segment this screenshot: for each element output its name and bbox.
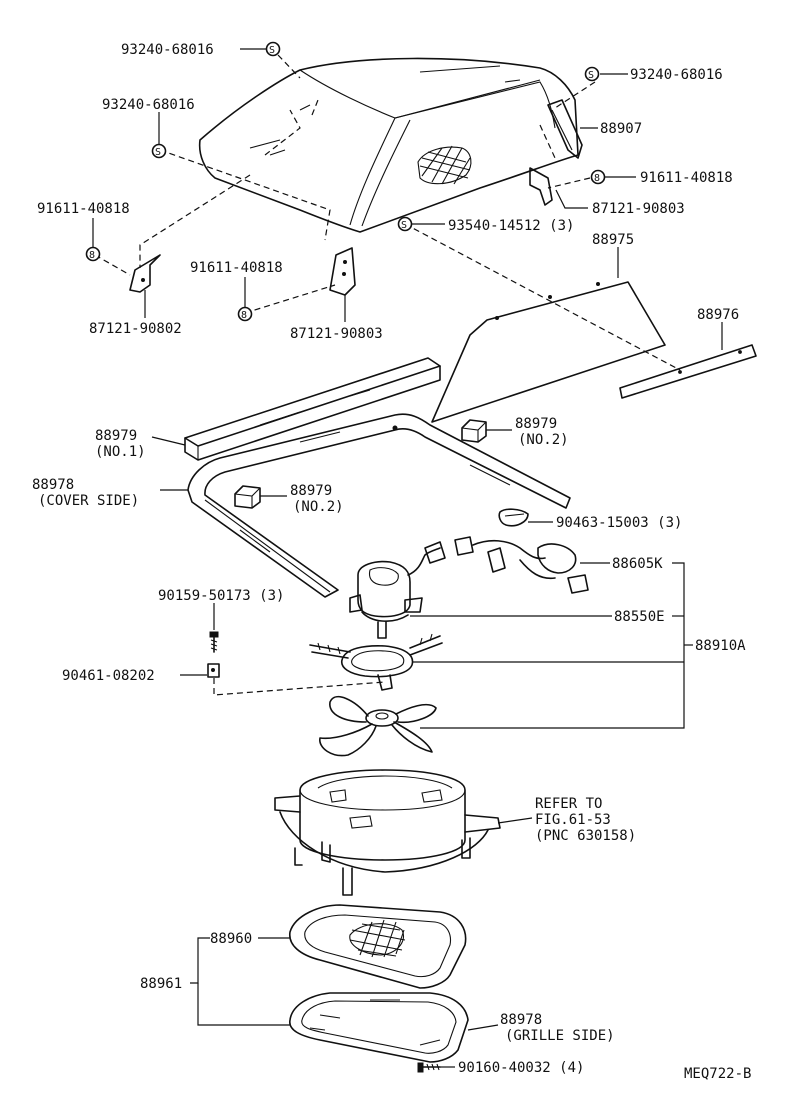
svg-text:8: 8 (241, 310, 247, 321)
svg-text:S: S (588, 70, 594, 81)
label-88910a: 88910A (695, 638, 746, 654)
part-88979-no2-block-mid (234, 485, 261, 509)
label-88979-no2-mid-sub: (NO.2) (293, 499, 344, 515)
leader-lines (92, 48, 723, 1068)
label-88978-grille: 88978 (500, 1012, 542, 1028)
screw-symbol-top-right: S (584, 66, 600, 82)
nut-symbol-mid: 8 (237, 306, 253, 322)
label-90160: 90160-40032 (4) (458, 1060, 584, 1076)
svg-text:S: S (269, 45, 275, 56)
diagram-code: MEQ722-B (684, 1066, 751, 1082)
svg-text:8: 8 (89, 250, 95, 261)
label-88960: 88960 (210, 931, 252, 947)
label-88978-cover-sub: (COVER SIDE) (38, 493, 139, 509)
blower-fan (319, 696, 437, 757)
label-88978-cover: 88978 (32, 477, 74, 493)
part-88978-cover-side-frame (187, 413, 571, 598)
label-90461: 90461-08202 (62, 668, 155, 684)
part-88979-no2-block-top (461, 419, 487, 443)
nut-symbol-right: 8 (590, 169, 606, 185)
label-93240-top-right: 93240-68016 (630, 67, 723, 83)
cover-grille-mesh (417, 145, 472, 185)
part-labels: 93240-68016 93240-68016 93240-68016 8890… (32, 42, 751, 1082)
part-88976-strip (619, 344, 757, 399)
part-87121-90803-bracket-right (529, 167, 553, 206)
label-91611-left: 91611-40818 (37, 201, 130, 217)
part-88907-molding (547, 99, 583, 159)
label-90463: 90463-15003 (3) (556, 515, 682, 531)
screw-symbol-mid-left: S (151, 143, 167, 159)
label-88978-grille-sub: (GRILLE SIDE) (505, 1028, 615, 1044)
part-88975-panel (431, 281, 666, 423)
label-88979-no2-top: 88979 (515, 416, 557, 432)
part-90159-screw (209, 631, 219, 653)
label-91611-mid: 91611-40818 (190, 260, 283, 276)
part-88960-grille (289, 904, 467, 989)
nut-symbol-left: 8 (85, 246, 101, 262)
label-87121-90803-right: 87121-90803 (592, 201, 685, 217)
screw-symbol-93540: S (397, 216, 413, 232)
motor-mount-bracket (309, 633, 443, 691)
part-88550e-motor (349, 541, 446, 639)
label-88979-no1: 88979 (95, 428, 137, 444)
fan-housing (274, 769, 501, 896)
screw-symbol-top-left: S (265, 41, 281, 57)
label-88976: 88976 (697, 307, 739, 323)
label-93240-mid-left: 93240-68016 (102, 97, 195, 113)
part-87121-90803-bracket-mid (329, 247, 356, 296)
label-87121-90802: 87121-90802 (89, 321, 182, 337)
part-88978-grille-side-frame (289, 992, 469, 1063)
part-90160-screw (417, 1062, 441, 1073)
svg-text:S: S (155, 147, 161, 158)
label-88550e: 88550E (614, 609, 665, 625)
label-refer-to: REFER TO (535, 796, 602, 812)
label-88979-no2-top-sub: (NO.2) (518, 432, 569, 448)
label-refer-fig: FIG.61-53 (535, 812, 611, 828)
label-refer-pnc: (PNC 630158) (535, 828, 636, 844)
assembly-lines-top (94, 54, 681, 371)
assembly-line-nut (213, 678, 386, 696)
label-93240-top-left: 93240-68016 (121, 42, 214, 58)
label-88979-no1-sub: (NO.1) (95, 444, 146, 460)
label-88907: 88907 (600, 121, 642, 137)
label-88979-no2-mid: 88979 (290, 483, 332, 499)
label-88961: 88961 (140, 976, 182, 992)
part-88979-no1-seal (184, 357, 441, 461)
label-88975: 88975 (592, 232, 634, 248)
svg-text:8: 8 (594, 173, 600, 184)
label-91611-right: 91611-40818 (640, 170, 733, 186)
label-88605k: 88605K (612, 556, 663, 572)
part-87121-90802-bracket-left (129, 254, 161, 293)
roof-cover (198, 57, 579, 233)
part-90461-nut (207, 663, 220, 678)
label-90159: 90159-50173 (3) (158, 588, 284, 604)
label-87121-90803-mid: 87121-90803 (290, 326, 383, 342)
part-88605k-wire-harness (454, 508, 589, 594)
label-93540: 93540-14512 (3) (448, 218, 574, 234)
svg-text:S: S (401, 220, 407, 231)
